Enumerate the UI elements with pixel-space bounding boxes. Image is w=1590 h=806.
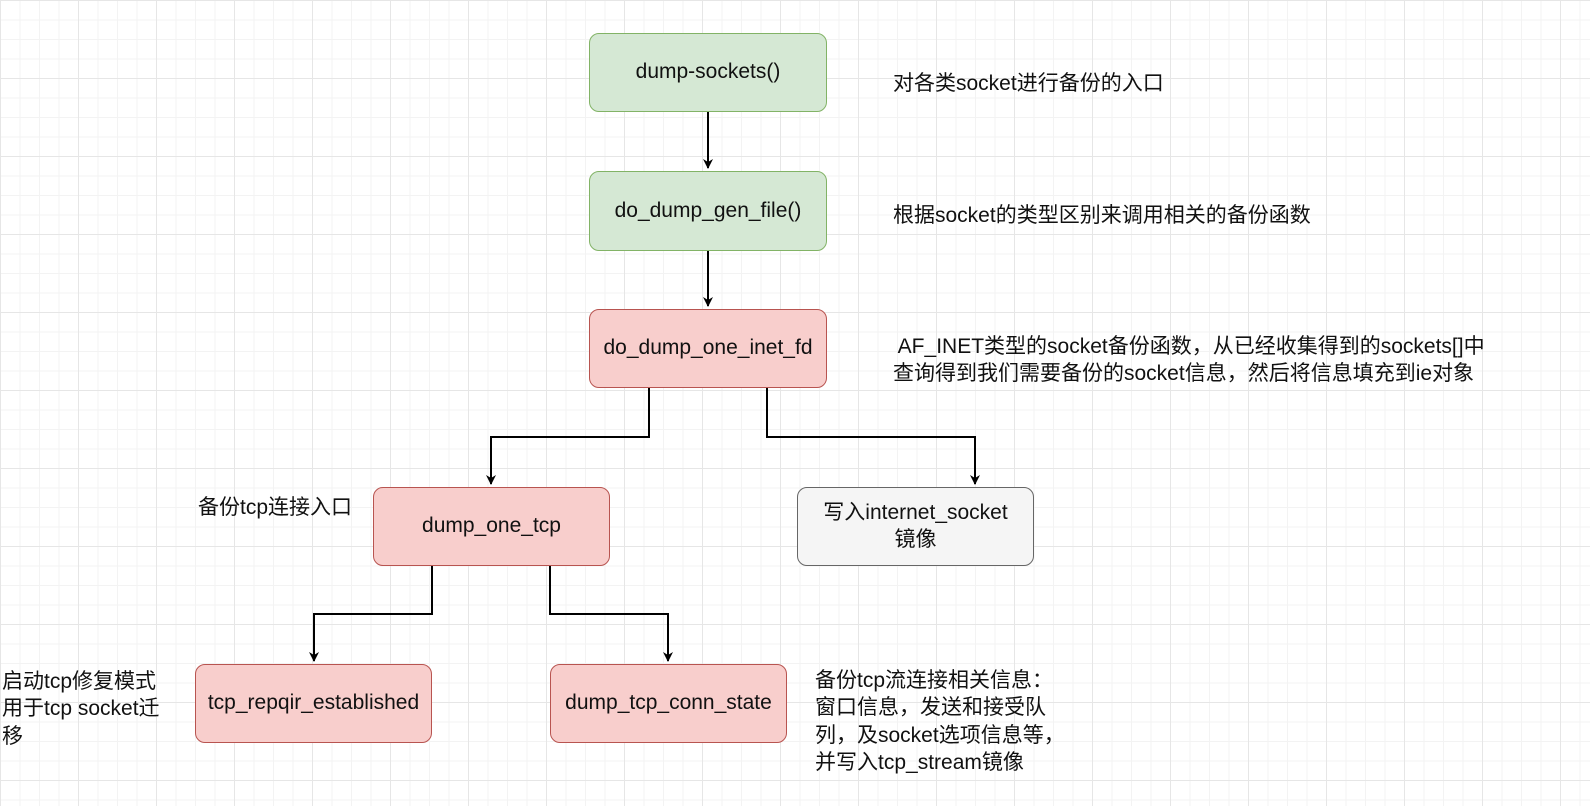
note-do-dump-one-inet-fd: AF_INET类型的socket备份函数，从已经收集得到的sockets[]中 … — [893, 335, 1485, 386]
edge-inet-fd-to-dump-one-tcp — [486, 388, 650, 485]
node-tcp-repqir-established[interactable]: tcp_repqir_established — [195, 664, 432, 743]
node-write-internet-socket-label: 写入internet_socket 镜像 — [823, 501, 1008, 551]
node-dump-sockets[interactable]: dump-sockets() — [589, 33, 827, 112]
node-write-internet-socket[interactable]: 写入internet_socket 镜像 — [797, 487, 1034, 566]
edge-dump-one-tcp-to-repqir — [309, 566, 433, 662]
node-dump-tcp-conn-state-label: dump_tcp_conn_state — [565, 691, 772, 715]
edge-dump-one-tcp-to-conn-state — [549, 566, 673, 662]
node-dump-tcp-conn-state[interactable]: dump_tcp_conn_state — [550, 664, 787, 743]
node-do-dump-one-inet-fd-label: do_dump_one_inet_fd — [603, 336, 813, 360]
note-do-dump-gen-file: 根据socket的类型区别来调用相关的备份函数 — [893, 204, 1311, 227]
edge-inet-fd-to-internet-socket — [766, 388, 980, 485]
node-do-dump-gen-file[interactable]: do_dump_gen_file() — [589, 171, 827, 251]
node-do-dump-one-inet-fd[interactable]: do_dump_one_inet_fd — [589, 309, 827, 388]
node-do-dump-gen-file-label: do_dump_gen_file() — [614, 198, 802, 222]
note-dump-one-tcp: 备份tcp连接入口 — [198, 496, 353, 519]
note-dump-sockets: 对各类socket进行备份的入口 — [893, 72, 1164, 95]
note-tcp-repqir-established: 启动tcp修复模式 用于tcp socket迁 移 — [2, 670, 160, 748]
node-dump-one-tcp-label: dump_one_tcp — [422, 514, 561, 538]
node-tcp-repqir-established-label: tcp_repqir_established — [207, 691, 420, 715]
node-dump-one-tcp[interactable]: dump_one_tcp — [373, 487, 610, 566]
node-dump-sockets-label: dump-sockets() — [635, 60, 781, 84]
note-dump-tcp-conn-state: 备份tcp流连接相关信息： 窗口信息，发送和接受队 列，及socket选项信息等… — [815, 669, 1065, 774]
